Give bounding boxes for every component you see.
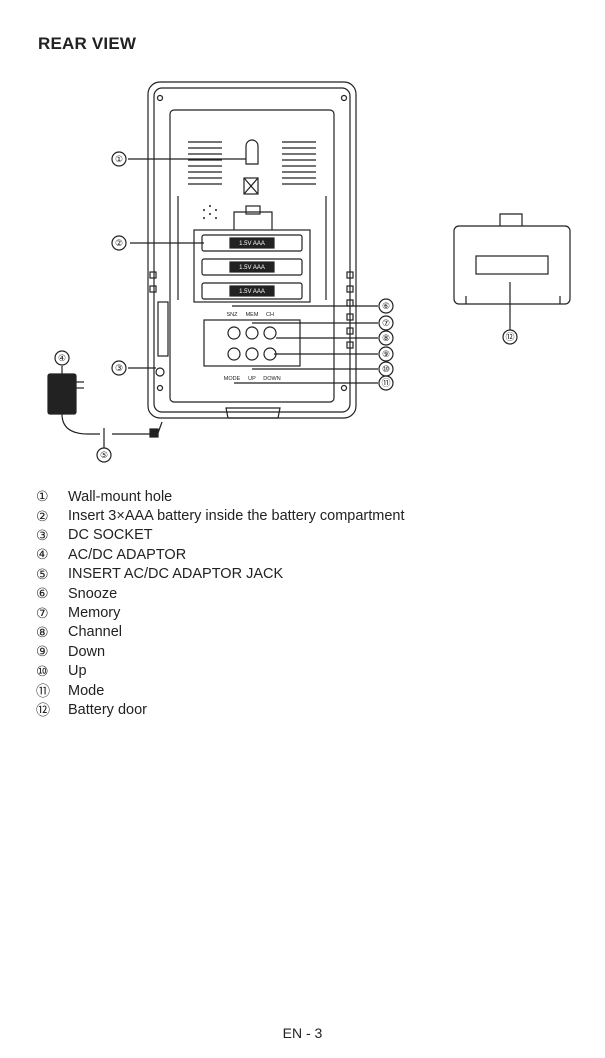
- memory-button: [246, 327, 258, 339]
- legend-label: Up: [68, 663, 87, 679]
- callout-1: ①: [115, 154, 123, 164]
- legend-label: AC/DC ADAPTOR: [68, 547, 186, 563]
- snooze-label: SNZ: [227, 312, 239, 318]
- wall-mount-hole-icon: [246, 140, 258, 164]
- ac-dc-adaptor-icon: [48, 374, 76, 414]
- battery-latch-icon: [234, 212, 272, 230]
- vent-left-icon: [188, 142, 222, 184]
- memory-label: MEM: [246, 312, 259, 318]
- screw-icon: [342, 386, 347, 391]
- callout-4: ④: [58, 353, 66, 363]
- snooze-button: [228, 327, 240, 339]
- channel-button: [264, 327, 276, 339]
- callout-3: ③: [115, 363, 123, 373]
- page-number: EN - 3: [0, 1025, 605, 1041]
- callout-10: ⑩: [382, 364, 390, 374]
- callout-9: ⑨: [382, 349, 390, 359]
- dc-socket-icon: [156, 368, 164, 376]
- vent-right-icon: [282, 142, 316, 184]
- side-switch-strip: [158, 302, 168, 356]
- up-button: [246, 348, 258, 360]
- legend-label: Battery door: [68, 702, 147, 718]
- battery-label: 1.5V AAA: [239, 289, 265, 295]
- legend-label: DC SOCKET: [68, 527, 153, 543]
- device-outer-frame: [148, 82, 356, 418]
- callout-6: ⑥: [382, 301, 390, 311]
- screw-icon: [342, 96, 347, 101]
- legend-label: Down: [68, 644, 105, 660]
- legend-number: ⑦: [36, 605, 68, 622]
- legend-label: Channel: [68, 624, 122, 640]
- legend-label: INSERT AC/DC ADAPTOR JACK: [68, 566, 283, 582]
- legend-number: ②: [36, 508, 68, 525]
- legend-number: ⑫: [36, 700, 68, 720]
- battery-label: 1.5V AAA: [239, 241, 265, 247]
- adaptor-jack-icon: [150, 429, 158, 437]
- screw-icon: [158, 386, 163, 391]
- legend-number: ⑨: [36, 643, 68, 660]
- device-bottom-foot: [226, 408, 280, 418]
- legend-label: Mode: [68, 683, 104, 699]
- legend-number: ⑥: [36, 585, 68, 602]
- up-label: UP: [248, 376, 256, 382]
- battery-door: [454, 226, 570, 304]
- legend-number: ⑩: [36, 663, 68, 680]
- screw-icon: [158, 96, 163, 101]
- legend-label: Insert 3×AAA battery inside the battery …: [68, 508, 405, 524]
- legend-number: ⑤: [36, 566, 68, 583]
- speaker-icon: [203, 205, 217, 219]
- adaptor-cable: [62, 414, 150, 434]
- callout-8: ⑧: [382, 333, 390, 343]
- rear-view-diagram: 1.5V AAA 1.5V AAA 1.5V AAA SNZ MEM CH MO…: [0, 0, 605, 480]
- callout-12: ⑫: [505, 332, 514, 342]
- channel-label: CH: [266, 312, 274, 318]
- down-label: DOWN: [263, 376, 280, 382]
- battery-door-window: [476, 256, 548, 274]
- mode-label: MODE: [224, 376, 241, 382]
- legend-number: ③: [36, 527, 68, 544]
- device-inner-frame: [154, 88, 350, 412]
- callout-7: ⑦: [382, 318, 390, 328]
- callout-5: ⑤: [100, 450, 108, 460]
- legend-label: Memory: [68, 605, 120, 621]
- callout-11: ⑪: [381, 378, 390, 388]
- legend-number: ①: [36, 488, 68, 505]
- battery-label: 1.5V AAA: [239, 265, 265, 271]
- callout-2: ②: [115, 238, 123, 248]
- legend-number: ④: [36, 546, 68, 563]
- legend-label: Snooze: [68, 586, 117, 602]
- mode-button: [228, 348, 240, 360]
- legend-number: ⑪: [36, 681, 68, 701]
- legend-label: Wall-mount hole: [68, 489, 172, 505]
- legend-number: ⑧: [36, 624, 68, 641]
